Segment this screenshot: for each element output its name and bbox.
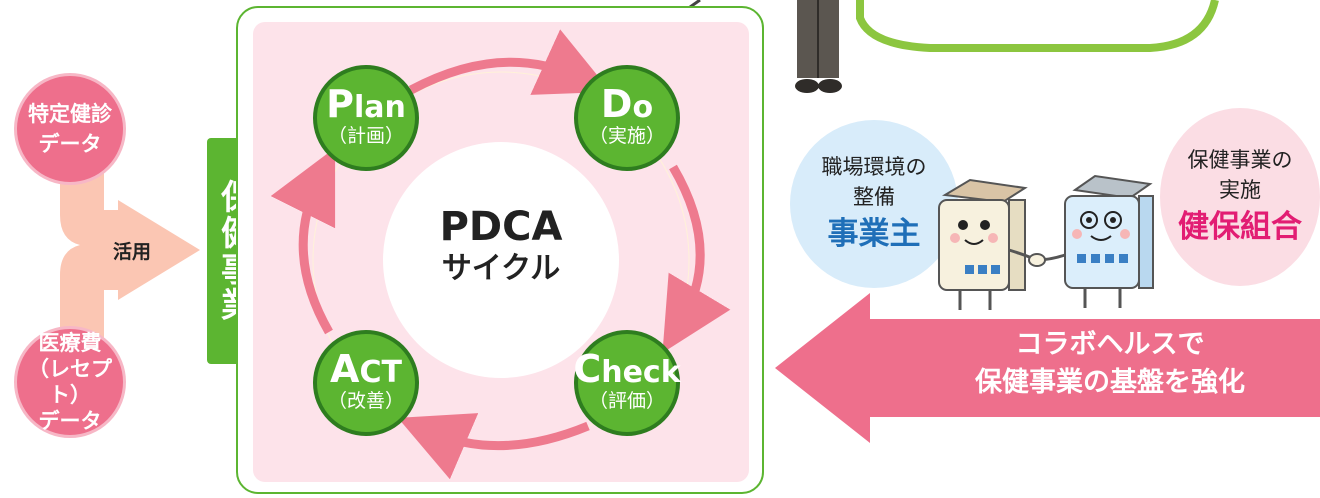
act-jp: （改善） bbox=[327, 390, 404, 412]
pdca-cycle-arrows bbox=[270, 29, 731, 480]
tokutei-kenshin-data-circle: 特定健診 データ bbox=[14, 73, 126, 185]
pdca-node-check: Check （評価） bbox=[573, 330, 681, 436]
pdca-title: PDCA bbox=[439, 204, 563, 250]
do-initial: D bbox=[600, 82, 633, 126]
iryouhi-receipt-data-circle: 医療費 （レセプト） データ bbox=[14, 326, 126, 438]
katsuyou-label: 活用 bbox=[113, 241, 152, 263]
handshake-buildings-illustration bbox=[938, 174, 1154, 310]
union-line2: 実施 bbox=[1219, 178, 1261, 202]
union-role: 健保組合 bbox=[1178, 209, 1302, 245]
plan-initial: P bbox=[326, 82, 354, 126]
plan-jp: （計画） bbox=[327, 125, 404, 147]
act-initial: A bbox=[330, 347, 360, 391]
union-line1: 保健事業の bbox=[1187, 148, 1293, 172]
arrow-check-to-act bbox=[397, 413, 590, 480]
iryouhi-line1: 医療費 bbox=[38, 331, 102, 355]
employer-role: 事業主 bbox=[827, 216, 921, 252]
collab-arrow-line1: コラボヘルスで bbox=[1015, 329, 1205, 360]
arrow-act-to-plan bbox=[270, 147, 336, 335]
do-rest: o bbox=[632, 90, 654, 125]
arrow-plan-to-do bbox=[408, 29, 611, 95]
union-building-character bbox=[1036, 174, 1154, 308]
employer-building-character bbox=[938, 178, 1038, 310]
check-jp: （評価） bbox=[588, 390, 665, 412]
left-connector bbox=[60, 150, 200, 350]
arrow-do-to-check bbox=[662, 164, 731, 353]
collab-arrow bbox=[775, 293, 1320, 443]
iryouhi-line3: データ bbox=[38, 409, 102, 433]
check-initial: C bbox=[573, 347, 602, 391]
tokutei-kenshin-line1: 特定健診 bbox=[28, 102, 112, 126]
union-circle: 保健事業の 実施 健保組合 bbox=[1160, 108, 1320, 286]
pdca-node-act: ACT （改善） bbox=[313, 330, 419, 436]
pdca-subtitle: サイクル bbox=[441, 251, 561, 286]
tokutei-kenshin-line2: データ bbox=[38, 132, 102, 156]
pdca-node-plan: Plan （計画） bbox=[313, 65, 419, 171]
pdca-node-do: Do （実施） bbox=[574, 65, 680, 171]
employer-line1: 職場環境の bbox=[821, 155, 927, 179]
act-rest: CT bbox=[359, 355, 402, 390]
pdca-center-text: PDCA サイクル bbox=[381, 205, 621, 289]
collab-arrow-line2: 保健事業の基盤を強化 bbox=[975, 367, 1245, 398]
iryouhi-line2: （レセプト） bbox=[28, 357, 112, 407]
plan-rest: lan bbox=[353, 90, 406, 125]
person-legs-illustration bbox=[795, 0, 842, 93]
collab-arrow-text: コラボヘルスで 保健事業の基盤を強化 bbox=[900, 326, 1320, 402]
do-jp: （実施） bbox=[588, 125, 665, 147]
employer-line2: 整備 bbox=[853, 185, 895, 209]
speech-bubble-fragment bbox=[856, 0, 1219, 52]
pdca-center-circle bbox=[383, 142, 619, 378]
employer-circle: 職場環境の 整備 事業主 bbox=[790, 120, 958, 288]
check-rest: heck bbox=[601, 355, 681, 390]
